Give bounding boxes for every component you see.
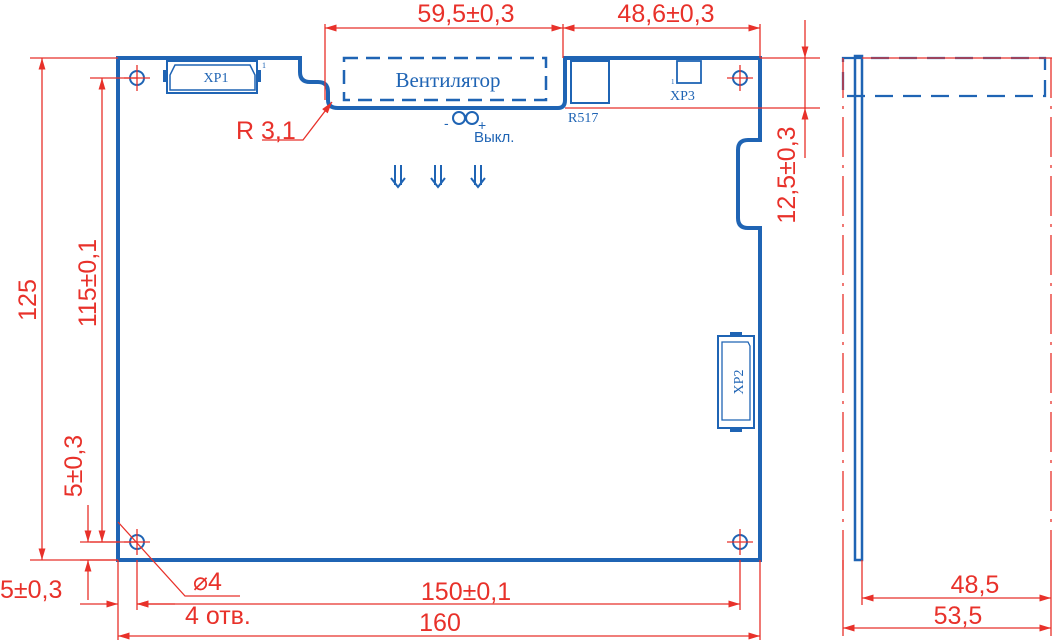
dim-height-total: 125 [14,279,42,321]
xp3-label: XP3 [670,89,695,104]
fan-label: Вентилятор [395,68,500,92]
xp1-connector: XP1 1 [163,60,266,94]
side-view [841,54,1052,578]
r517-component: R517 [568,60,610,126]
switch-icon [452,111,466,125]
xp3-connector: 1 XP3 [670,60,702,104]
fan-outline [342,56,548,102]
board-outline [116,56,762,562]
dim-hole-count: 4 отв. [185,602,251,630]
dim-top-right: 48,6±0,3 [617,0,714,28]
switch-minus: - [444,115,449,131]
r517-label: R517 [568,111,598,126]
dim-width-total: 160 [419,609,461,637]
xp1-label: XP1 [204,71,229,86]
xp2-label: XP2 [732,370,747,395]
xp3-pin: 1 [671,78,675,86]
dim-side-outer: 53,5 [934,602,983,630]
dim-radius: R 3,1 [236,117,296,145]
switch-label: Выкл. [474,129,514,146]
dim-hole-offset-v: 5±0,3 [60,435,88,497]
xp1-pin: 1 [262,61,266,70]
hole-icon [727,529,753,555]
dim-height-holes: 115±0,1 [74,239,102,327]
switch-plus: + [478,117,486,133]
mounting-holes [124,65,753,555]
dim-width-holes: 150±0,1 [421,578,511,606]
airflow-arrows-icon [390,165,486,189]
dim-side-inner: 48,5 [951,571,1000,599]
switch-icon-2 [465,111,479,125]
dimension-lines [30,20,1052,640]
hole-icon [727,65,753,91]
xp2-connector: XP2 [717,332,755,432]
dim-top-fan: 59,5±0,3 [417,0,514,28]
dim-hole-offset-h: 5±0,3 [0,576,62,604]
dim-right-notch: 12,5±0,3 [773,126,801,223]
dim-hole-dia: ⌀4 [193,568,222,596]
